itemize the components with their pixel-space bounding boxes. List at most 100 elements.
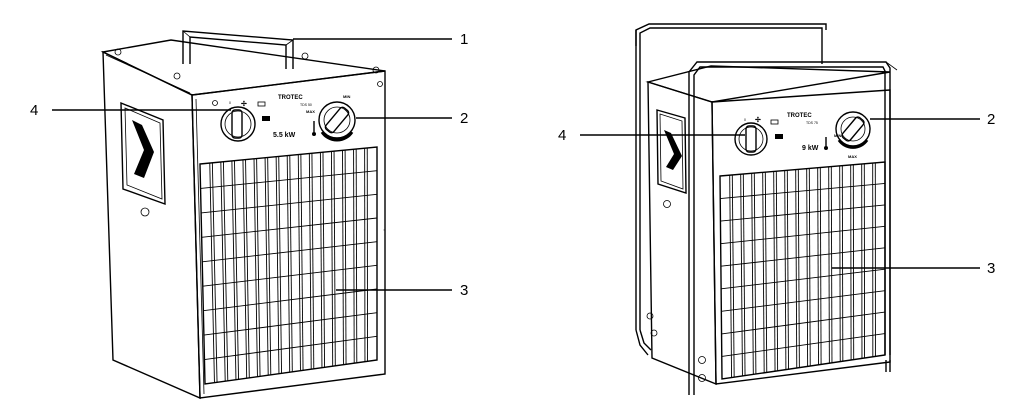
grille-bar — [806, 168, 809, 367]
carry-handle — [182, 30, 294, 69]
grille-rail — [201, 193, 378, 214]
grille-bar — [839, 165, 841, 362]
grille-bar — [308, 153, 312, 370]
side-vent-arrow — [120, 101, 166, 206]
frame-bolt-icon — [698, 356, 706, 364]
thermostat-knob: MIN MAX — [834, 111, 871, 159]
thermostat-min-label: MIN — [343, 94, 350, 99]
screw-icon — [372, 66, 380, 74]
grille-bar — [841, 165, 844, 362]
grille-rail — [720, 247, 886, 267]
brand-label: TROTEC — [787, 113, 812, 119]
side-vent-arrow — [656, 109, 687, 194]
screw-icon — [301, 52, 309, 60]
grille-rail — [721, 311, 886, 335]
grille-bar — [242, 159, 248, 379]
side-screw-icon — [663, 200, 671, 208]
frame-bolt-icon — [650, 329, 658, 337]
callout-1: 1 — [460, 31, 468, 48]
grille-bar — [742, 174, 746, 376]
grille-bar — [775, 171, 779, 372]
grille-bar — [231, 160, 237, 380]
thermostat-max-label: MAX — [848, 154, 857, 159]
half-power-icon — [257, 101, 266, 107]
grille-bar — [762, 172, 765, 373]
heater-left-side-panel — [102, 50, 201, 400]
screw-icon — [173, 72, 181, 80]
grille-bar — [209, 162, 215, 383]
grille-bar — [211, 162, 218, 383]
side-screw-icon — [140, 207, 150, 217]
grille-bar — [797, 169, 800, 368]
grille-bar — [300, 154, 304, 371]
grille-bar — [333, 151, 336, 367]
callout-4-left: 4 — [30, 102, 38, 119]
grille-bar — [256, 158, 261, 377]
heater-left-control-panel: 0 ✢ TROTEC TDS 50 5.5 kW MIN MAX — [212, 81, 383, 142]
grille-rail — [720, 204, 886, 222]
grille-rail — [203, 288, 378, 312]
thermostat-max-label: MAX — [306, 109, 315, 114]
thermostat-min-label: MIN — [834, 133, 841, 138]
grille-bar — [753, 173, 757, 375]
heater-left-front-panel — [191, 70, 386, 399]
grille-bar — [786, 170, 789, 370]
grille-bar — [297, 154, 301, 371]
switch-zero-label: 0 — [229, 101, 231, 105]
thermometer-icon — [824, 137, 828, 150]
power-rating: 9 kW — [802, 145, 819, 152]
grille-bar — [795, 169, 798, 368]
frame-bolt-icon — [698, 374, 706, 382]
screw-icon — [114, 48, 122, 56]
grille-bar — [222, 161, 229, 382]
grille-bar — [773, 171, 776, 372]
grille-bar — [278, 156, 282, 374]
model-label: TDS 50 — [300, 103, 312, 107]
switch-zero-label: 0 — [744, 118, 746, 122]
grille-bar — [253, 158, 258, 377]
grille-bar — [740, 174, 743, 376]
heater-right-top-panel — [645, 65, 891, 103]
callout-3-right: 3 — [987, 260, 995, 277]
grille-bar — [275, 156, 280, 374]
heater-right-front-panel — [711, 89, 891, 385]
grille-bar — [729, 175, 733, 378]
brand-label: TROTEC — [278, 95, 303, 101]
grille-rail — [721, 268, 886, 290]
grille-bar — [331, 151, 334, 367]
grille-bar — [245, 159, 250, 379]
grille-bar — [817, 167, 819, 365]
grille-bar — [731, 175, 735, 378]
callout-4-right: 4 — [558, 127, 566, 144]
power-rating: 5.5 kW — [273, 132, 296, 139]
grille-rail — [201, 217, 378, 238]
grille-rail — [721, 333, 886, 357]
grille-bar — [828, 166, 830, 364]
grille-rail — [202, 241, 378, 263]
heater-right: 0 ✢ TROTEC TDS 75 9 kW MIN MAX — [635, 23, 898, 395]
grille-bar — [784, 170, 787, 370]
heater-left-grille — [199, 146, 378, 385]
thermometer-icon — [312, 121, 316, 136]
heater-left-top-panel — [100, 39, 386, 96]
callout-leaders — [52, 38, 980, 291]
grille-bar — [764, 172, 768, 373]
grille-rail — [720, 225, 886, 245]
frame-bolt-icon — [646, 312, 654, 320]
grille-bar — [220, 161, 226, 382]
grille-rail — [720, 182, 886, 200]
callout-3-left: 3 — [460, 282, 468, 299]
grille-rail — [200, 170, 378, 189]
callout-2-left: 2 — [460, 110, 468, 127]
half-power-icon — [770, 119, 779, 125]
grille-bar — [344, 150, 347, 365]
grille-bar — [286, 155, 291, 373]
grille-bar — [289, 155, 293, 373]
grille-bar — [311, 153, 315, 370]
grille-bar — [342, 150, 344, 365]
grille-bar — [264, 157, 269, 376]
heater-right-control-panel: 0 ✢ TROTEC TDS 75 9 kW MIN MAX — [734, 111, 871, 159]
grille-rail — [721, 290, 886, 312]
grille-rail — [203, 312, 378, 336]
